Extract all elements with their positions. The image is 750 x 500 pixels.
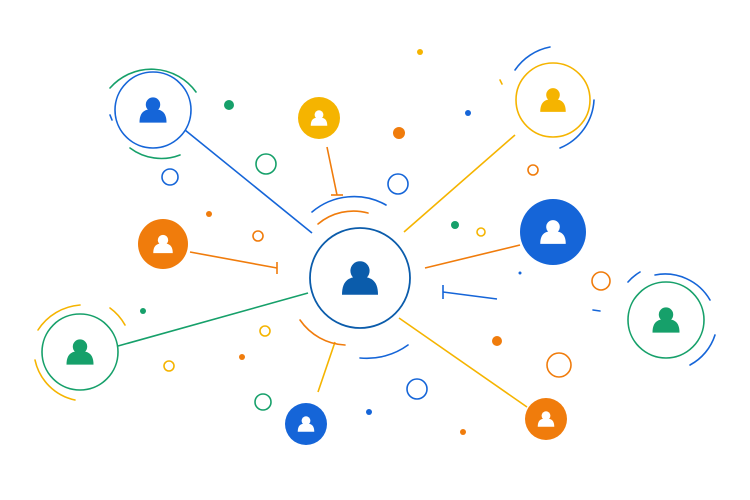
dot-decoration bbox=[492, 336, 502, 346]
dot-decoration bbox=[239, 354, 245, 360]
dot-decoration bbox=[224, 100, 234, 110]
user-node-top-left bbox=[114, 71, 192, 149]
arc-decoration bbox=[592, 309, 601, 312]
arc-decoration bbox=[689, 334, 716, 366]
user-node-top-yellow bbox=[298, 97, 340, 139]
ring-decoration bbox=[255, 153, 277, 175]
ring-decoration bbox=[406, 378, 428, 400]
dot-decoration bbox=[366, 409, 372, 415]
ring-decoration bbox=[476, 227, 486, 237]
dot-decoration bbox=[393, 127, 405, 139]
connection-line bbox=[326, 146, 338, 196]
arc-decoration bbox=[109, 68, 197, 93]
dot-decoration bbox=[451, 221, 459, 229]
user-node-right-green bbox=[627, 281, 705, 359]
connection-line bbox=[317, 341, 336, 393]
user-node-left-green bbox=[41, 313, 119, 391]
ring-decoration bbox=[254, 393, 272, 411]
ring-decoration bbox=[591, 271, 611, 291]
ring-decoration bbox=[163, 360, 175, 372]
arc-decoration bbox=[627, 271, 641, 283]
connection-line bbox=[189, 251, 278, 269]
ring-decoration bbox=[259, 325, 271, 337]
connection-lines bbox=[117, 129, 528, 408]
connection-line bbox=[424, 244, 521, 269]
ring-decoration bbox=[252, 230, 264, 242]
dot-decoration bbox=[518, 271, 522, 275]
central-user-node bbox=[309, 227, 411, 329]
arc-decoration bbox=[109, 307, 126, 326]
arc-decoration bbox=[34, 359, 76, 401]
arc-decoration bbox=[499, 79, 503, 85]
arc-decoration bbox=[317, 210, 369, 225]
user-node-bottom-blue bbox=[285, 403, 327, 445]
connection-line bbox=[184, 129, 313, 234]
arc-decoration bbox=[109, 114, 113, 121]
dot-decoration bbox=[465, 110, 471, 116]
dot-decoration bbox=[140, 308, 146, 314]
connection-line bbox=[117, 292, 309, 347]
connection-line bbox=[442, 291, 498, 300]
dot-decoration bbox=[460, 429, 466, 435]
dot-decoration bbox=[417, 49, 423, 55]
user-node-bottom-orange bbox=[525, 398, 567, 440]
arc-decoration bbox=[37, 304, 81, 331]
dot-decoration bbox=[206, 211, 212, 217]
ring-decoration bbox=[527, 164, 539, 176]
arc-decoration bbox=[299, 319, 346, 346]
arc-decoration bbox=[559, 99, 595, 149]
connection-line bbox=[403, 134, 516, 233]
connection-line bbox=[398, 317, 528, 408]
arc-decoration bbox=[654, 273, 711, 301]
user-node-right-blue bbox=[520, 199, 586, 265]
user-node-top-right bbox=[515, 62, 591, 138]
ring-decoration bbox=[387, 173, 409, 195]
decorative-rings bbox=[161, 153, 611, 411]
arc-decoration bbox=[359, 344, 409, 360]
arc-decoration bbox=[311, 195, 387, 213]
arc-decoration bbox=[129, 147, 181, 160]
decorative-dots bbox=[140, 49, 522, 435]
arc-decoration bbox=[514, 46, 551, 71]
ring-decoration bbox=[546, 352, 572, 378]
user-node-mid-orange bbox=[138, 219, 188, 269]
ring-decoration bbox=[161, 168, 179, 186]
decorative-arcs bbox=[34, 46, 716, 401]
